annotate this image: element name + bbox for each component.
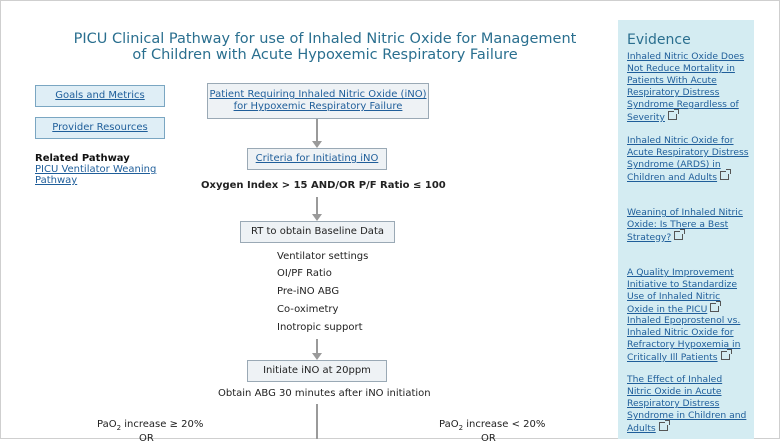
related-pathway-heading: Related Pathway [35,153,130,164]
baseline-item: OI/PF Ratio [277,268,332,279]
abg-text: Obtain ABG 30 minutes after iNO initiati… [218,388,431,399]
criteria-link: Criteria for Initiating iNO [255,153,379,164]
rt-baseline-box: RT to obtain Baseline Data [240,221,395,243]
evidence-heading: Evidence [627,32,691,48]
connector-line [316,339,318,354]
arrow-down-icon [312,214,322,221]
goals-metrics-button[interactable]: Goals and Metrics [35,85,165,107]
external-link-icon [720,169,732,180]
baseline-item: Co-oximetry [277,304,339,315]
related-link-line2: Pathway [35,175,78,186]
page-title: PICU Clinical Pathway for use of Inhaled… [60,31,590,63]
connector-line [316,197,318,214]
right-branch-text: PaO2 increase < 20% [439,419,546,432]
baseline-item: Ventilator settings [277,251,369,262]
arrow-down-icon [312,141,322,148]
start-box[interactable]: Patient Requiring Inhaled Nitric Oxide (… [207,83,429,119]
evidence-link[interactable]: Inhaled Epoprostenol vs. Inhaled Nitric … [627,315,741,363]
provider-resources-button[interactable]: Provider Resources [35,117,165,139]
left-branch-text: PaO2 increase ≥ 20% [97,419,204,432]
baseline-item: Pre-iNO ABG [277,286,340,297]
related-link-line1: PICU Ventilator Weaning [35,164,157,175]
evidence-link[interactable]: Inhaled Nitric Oxide Does Not Reduce Mor… [627,51,745,123]
page-title-line1: PICU Clinical Pathway for use of Inhaled… [73,31,577,47]
start-box-line1: Patient Requiring Inhaled Nitric Oxide (… [209,89,427,100]
start-box-line2: for Hypoxemic Respiratory Failure [233,101,403,112]
connector-line [316,404,318,439]
evidence-link[interactable]: Weaning of Inhaled Nitric Oxide: Is Ther… [627,207,743,243]
criteria-box[interactable]: Criteria for Initiating iNO [247,148,387,170]
criteria-text: Oxygen Index > 15 AND/OR P/F Ratio ≤ 100 [201,180,446,191]
evidence-link[interactable]: A Quality Improvement Initiative to Stan… [627,267,738,315]
external-link-icon [667,109,679,120]
connector-line [316,119,318,141]
page-title-line2: of Children with Acute Hypoxemic Respira… [132,47,518,63]
initiate-ino-box: Initiate iNO at 20ppm [247,360,387,382]
arrow-down-icon [312,353,322,360]
baseline-item: Inotropic support [277,322,363,333]
external-link-icon [658,420,670,431]
external-link-icon [720,349,732,360]
evidence-link[interactable]: Inhaled Nitric Oxide for Acute Respirato… [627,135,749,183]
evidence-link[interactable]: The Effect of Inhaled Nitric Oxide in Ac… [627,374,747,434]
evidence-panel: Evidence Inhaled Nitric Oxide Does Not R… [618,20,754,439]
external-link-icon [710,301,722,312]
related-pathway-link[interactable]: PICU Ventilator Weaning Pathway [35,164,165,186]
external-link-icon [674,229,686,240]
